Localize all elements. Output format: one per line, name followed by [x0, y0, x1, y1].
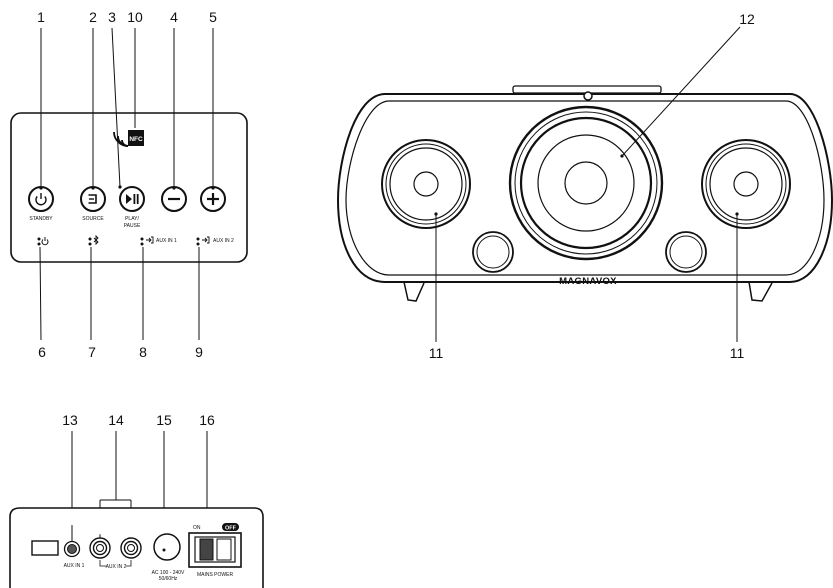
switch-off-badge	[222, 523, 239, 531]
callout-11-left: 11	[429, 345, 444, 361]
callout-13: 13	[62, 412, 78, 428]
leader-12	[621, 26, 741, 157]
callout-3: 3	[108, 9, 116, 25]
mains-power-label: MAINS POWER	[197, 572, 234, 578]
leader-3	[111, 27, 121, 188]
aux-in-2-jack-right[interactable]	[120, 537, 142, 559]
source-icon	[88, 194, 97, 204]
aux-in-1-indicator-label: AUX IN 1	[156, 238, 177, 244]
ac-voltage-label: AC 100 - 240V	[152, 570, 185, 576]
ac-frequency-label: 50/60Hz	[159, 576, 178, 582]
callout-2: 2	[89, 9, 97, 25]
right-tweeter	[701, 139, 791, 229]
center-woofer	[508, 105, 664, 261]
standby-indicator	[37, 237, 49, 246]
callout-11-right: 11	[730, 345, 745, 361]
bluetooth-icon	[93, 234, 99, 246]
source-label: SOURCE	[82, 216, 104, 222]
aux-in-2-jack-left[interactable]	[89, 537, 111, 559]
callout-15: 15	[156, 412, 172, 428]
mains-power-switch[interactable]	[188, 532, 242, 568]
callout-8: 8	[139, 344, 147, 360]
callout-16: 16	[199, 412, 215, 428]
bluetooth-indicator	[88, 234, 99, 246]
callout-10: 10	[127, 9, 143, 25]
volume-up-button[interactable]	[200, 186, 226, 212]
aux-in-1-indicator: AUX IN 1	[140, 236, 177, 246]
standby-button[interactable]	[28, 186, 54, 212]
left-bass-port	[472, 231, 514, 273]
rear-panel: 13 14 15 16 AUX IN 1	[9, 412, 264, 588]
callout-7: 7	[88, 344, 96, 360]
volume-down-button[interactable]	[161, 186, 187, 212]
rear-aux-in-2-label: AUX IN 2	[106, 564, 127, 570]
input-icon	[202, 236, 210, 244]
nfc-icon: NFC	[113, 130, 144, 147]
pause-icon	[133, 194, 136, 204]
play-pause-label-2: PAUSE	[124, 223, 141, 229]
top-control-panel: 1 2 3 10 4 5 NFC STANDBY	[10, 9, 248, 360]
aux-in-2-indicator: AUX IN 2	[196, 236, 234, 246]
right-bass-port	[665, 231, 707, 273]
aux-in-2-indicator-label: AUX IN 2	[213, 238, 234, 244]
callout-6: 6	[38, 344, 46, 360]
callout-9: 9	[195, 344, 203, 360]
rear-aux-in-1-label: AUX IN 1	[64, 563, 85, 569]
callout-1: 1	[37, 9, 45, 25]
callout-12: 12	[739, 11, 755, 27]
callout-4: 4	[170, 9, 178, 25]
callout-14: 14	[108, 412, 124, 428]
aux-in-2-bracket	[99, 560, 132, 567]
callout-5: 5	[209, 9, 217, 25]
leader-6	[39, 246, 42, 341]
play-icon	[126, 194, 132, 204]
rear-panel-outline	[9, 507, 264, 588]
ac-power-inlet[interactable]	[153, 533, 181, 561]
speaker-body-inner	[345, 100, 825, 276]
switch-off-label: OFF	[225, 526, 237, 532]
right-foot	[748, 281, 773, 302]
front-indicator-light	[583, 91, 593, 101]
standby-label: STANDBY	[29, 216, 53, 222]
brand-logo: MAGNAVOX	[559, 276, 617, 287]
aux-in-1-jack[interactable]	[63, 540, 81, 558]
front-view: MAGNAVOX 12 11 11	[336, 11, 833, 361]
left-tweeter	[381, 139, 471, 229]
play-pause-button[interactable]	[118, 185, 145, 212]
usb-port[interactable]	[31, 540, 59, 556]
power-icon	[35, 196, 47, 206]
nfc-label: NFC	[129, 136, 143, 143]
source-button[interactable]	[80, 186, 106, 212]
input-icon	[146, 236, 154, 244]
power-small-icon	[41, 239, 49, 246]
switch-on-label: ON	[193, 525, 201, 531]
play-pause-label-1: PLAY/	[125, 216, 139, 222]
left-foot	[403, 281, 425, 302]
